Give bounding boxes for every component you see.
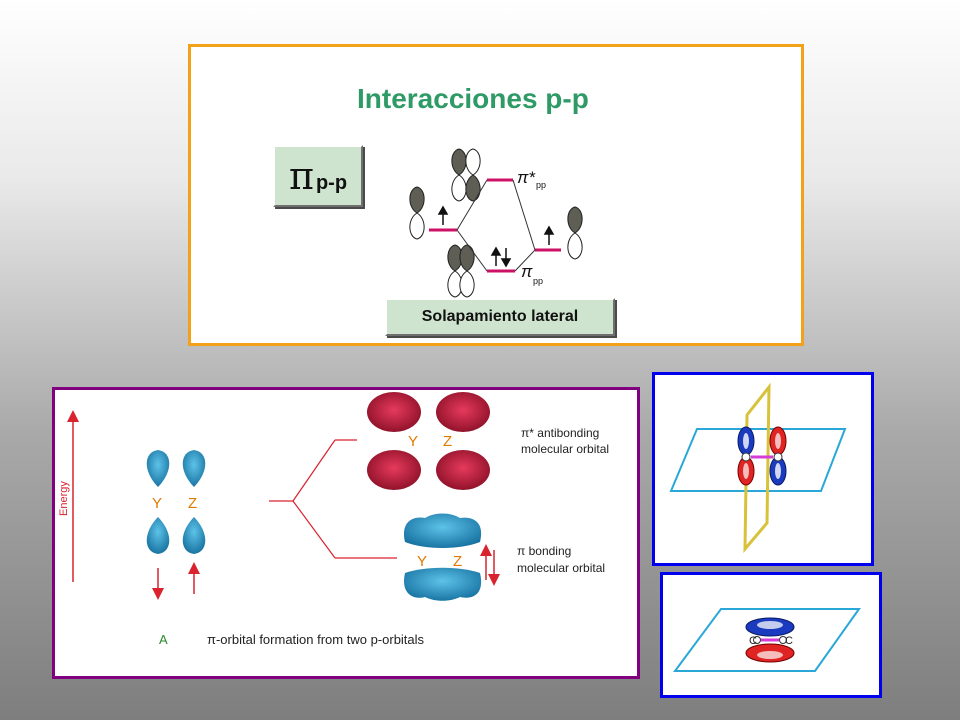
antibonding-mo-label: π* <box>517 168 536 187</box>
pi-bond-nodal-plane-illustration <box>669 382 847 554</box>
bonding-text-line2: molecular orbital <box>517 561 605 575</box>
atomic-p-orbital-y <box>146 450 170 554</box>
bonding-text-line1: π bonding <box>517 544 571 558</box>
panel-title: Interacciones p-p <box>357 83 589 114</box>
atomic-p-orbital-right <box>567 206 583 260</box>
antibonding-mo-lobes <box>367 392 490 490</box>
p-orbital-right-3d <box>769 426 787 486</box>
left-panel: Energy Y Z Y Z <box>52 387 640 679</box>
energy-axis: Energy <box>58 410 79 582</box>
caption-letter: A <box>159 632 168 647</box>
pi-bond-cloud-illustration: C C <box>673 608 861 672</box>
right-bottom-panel: C C <box>660 572 882 698</box>
bonding-orbital-pair <box>447 244 475 298</box>
atom-label-c-left: C <box>749 635 757 647</box>
antibonding-mo-subscript: pp <box>536 180 546 190</box>
atomic-p-orbital-z <box>182 450 206 554</box>
horizontal-plane <box>669 428 847 492</box>
electron-pair-bonding <box>490 246 512 268</box>
atomic-p-orbital-left <box>409 186 425 240</box>
antibonding-text-line2: molecular orbital <box>521 442 609 456</box>
pi-symbol: π <box>288 154 314 198</box>
lateral-overlap-label: Solapamiento lateral <box>421 308 579 325</box>
antibonding-letter-y: Y <box>408 433 418 450</box>
carbon-atom-left <box>753 636 761 644</box>
correlation-lines <box>456 179 536 272</box>
pi-cloud-lower <box>745 643 795 663</box>
atom-label-c-right: C <box>785 635 793 647</box>
bonding-letter-z: Z <box>453 553 462 570</box>
antibonding-text-line1: π* antibonding <box>521 426 599 440</box>
top-panel: Interacciones p-p π p-p <box>188 44 804 346</box>
pi-pp-badge: π p-p <box>273 145 363 207</box>
bonding-mo-subscript: pp <box>533 276 543 286</box>
antibonding-orbital-pair <box>451 148 481 202</box>
electron-arrow-right <box>543 225 555 245</box>
vertical-nodal-plane <box>743 382 771 554</box>
p-orbital-left-3d <box>737 426 755 486</box>
pi-subscript: p-p <box>315 171 348 194</box>
electron-arrow-left <box>437 205 449 225</box>
carbon-atom-right <box>779 636 787 644</box>
caption-text: π-orbital formation from two p-orbitals <box>207 632 425 647</box>
antibonding-letter-z: Z <box>443 433 452 450</box>
bonding-mo-label: π <box>521 262 533 281</box>
energy-axis-label: Energy <box>58 481 70 516</box>
horizontal-plane <box>673 608 861 672</box>
orbital-letter-z: Z <box>188 495 197 512</box>
pi-cloud-upper <box>745 617 795 637</box>
lateral-overlap-badge: Solapamiento lateral <box>385 298 615 336</box>
bonding-mo-lobes <box>404 513 482 601</box>
splitting-lines <box>269 439 397 559</box>
bonding-letter-y: Y <box>417 553 427 570</box>
orbital-letter-y: Y <box>152 495 162 512</box>
pi-orbital-formation-diagram: Energy Y Z Y Z <box>58 392 609 647</box>
right-top-panel <box>652 372 874 566</box>
